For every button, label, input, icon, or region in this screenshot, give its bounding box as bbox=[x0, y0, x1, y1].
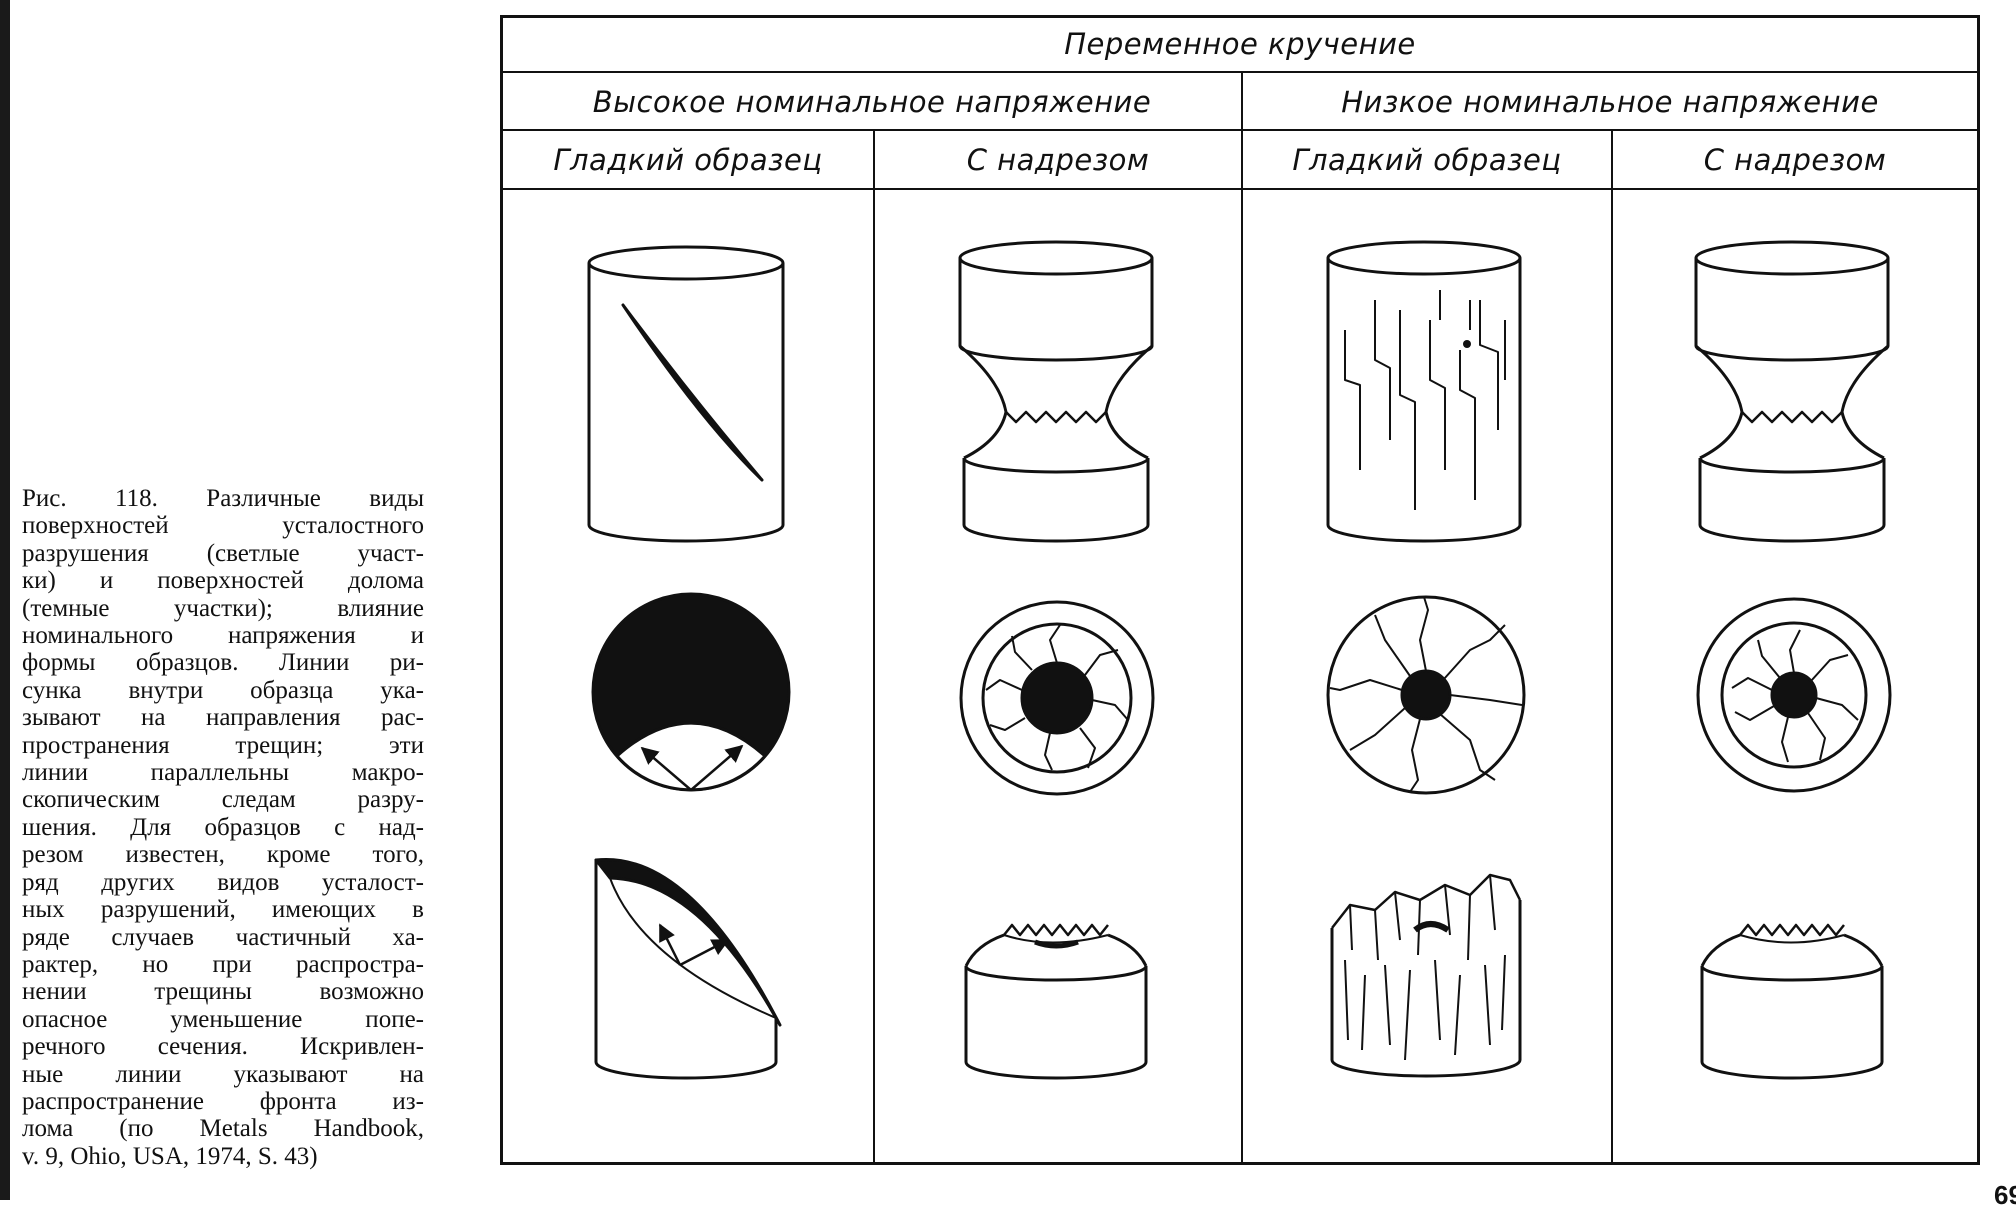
caption-line: опасное уменьшение попе- bbox=[22, 1005, 424, 1033]
cross-section-ring-dark-core-figure bbox=[1696, 597, 1892, 793]
caption-line: номинального напряжения и bbox=[22, 622, 424, 650]
table-title: Переменное кручение bbox=[1064, 27, 1416, 61]
cross-section-radial-cracks-figure bbox=[1326, 595, 1526, 795]
table-divider bbox=[1241, 71, 1243, 1165]
table-divider bbox=[1611, 129, 1613, 1165]
caption-line: (темные участки); влияние bbox=[22, 594, 424, 622]
caption-line: сунка внутри образца ука- bbox=[22, 676, 424, 704]
caption-line: ных разрушений, имеющих в bbox=[22, 896, 424, 924]
caption-line: ки) и поверхностей долома bbox=[22, 567, 424, 595]
cylinder-diagonal-crack-figure bbox=[587, 245, 785, 543]
table-rule bbox=[503, 129, 1977, 131]
caption-line: пространения трещин; эти bbox=[22, 731, 424, 759]
fracture-table: Переменное кручение Высокое номинальное … bbox=[500, 15, 1980, 1165]
group-header-high-stress: Высокое номинальное напряжение bbox=[592, 85, 1152, 119]
caption-line: поверхностей усталостного bbox=[22, 512, 424, 540]
caption-line: резом известен, кроме того, bbox=[22, 841, 424, 869]
caption-line: ряд других видов усталост- bbox=[22, 868, 424, 896]
cross-section-ring-dark-core-figure bbox=[959, 600, 1155, 796]
caption-line: v. 9, Ohio, USA, 1974, S. 43) bbox=[22, 1142, 318, 1170]
caption-line: разрушения (светлые участ- bbox=[22, 539, 424, 567]
cylinder-angled-fracture-figure bbox=[594, 857, 782, 1080]
table-rule bbox=[503, 188, 1977, 190]
caption-line: формы образцов. Линии ри- bbox=[22, 649, 424, 677]
cylinder-longitudinal-cracks-figure bbox=[1326, 240, 1522, 543]
caption-line: речного сечения. Искривлен- bbox=[22, 1033, 424, 1061]
caption-line: скопическим следам разру- bbox=[22, 786, 424, 814]
group-header-low-stress: Низкое номинальное напряжение bbox=[1341, 85, 1879, 119]
column-header-notched-low: С надрезом bbox=[1703, 143, 1887, 177]
notched-cylinder-figure bbox=[1694, 240, 1890, 543]
notched-stub-fracture-figure bbox=[1700, 923, 1884, 1080]
column-header-smooth-low: Гладкий образец bbox=[1292, 143, 1562, 177]
caption-line: Рис. 118. Различные виды bbox=[22, 485, 424, 512]
column-header-notched-high: С надрезом bbox=[966, 143, 1150, 177]
caption-line: зывают на направления рас- bbox=[22, 704, 424, 732]
page-edge-shadow bbox=[0, 0, 10, 1200]
notched-stub-fracture-figure bbox=[964, 923, 1148, 1080]
caption-line: шения. Для образцов с над- bbox=[22, 813, 424, 841]
figure-caption: Рис. 118. Различные виды поверхностей ус… bbox=[22, 485, 424, 1170]
cross-section-dark-crescent-figure bbox=[591, 592, 791, 792]
caption-line: нении трещины возможно bbox=[22, 978, 424, 1006]
caption-line: лома (по Metals Handbook, bbox=[22, 1115, 424, 1143]
table-divider bbox=[873, 129, 875, 1165]
caption-line: ряде случаев частичный ха- bbox=[22, 923, 424, 951]
table-rule bbox=[503, 71, 1977, 73]
caption-line: распространение фронта из- bbox=[22, 1087, 424, 1115]
notched-cylinder-figure bbox=[958, 240, 1154, 543]
caption-line: линии параллельны макро- bbox=[22, 759, 424, 787]
caption-line: рактер, но при распростра- bbox=[22, 950, 424, 978]
caption-line: ные линии указывают на bbox=[22, 1060, 424, 1088]
column-header-smooth-high: Гладкий образец bbox=[553, 143, 823, 177]
stub-rough-fracture-figure bbox=[1330, 873, 1522, 1078]
